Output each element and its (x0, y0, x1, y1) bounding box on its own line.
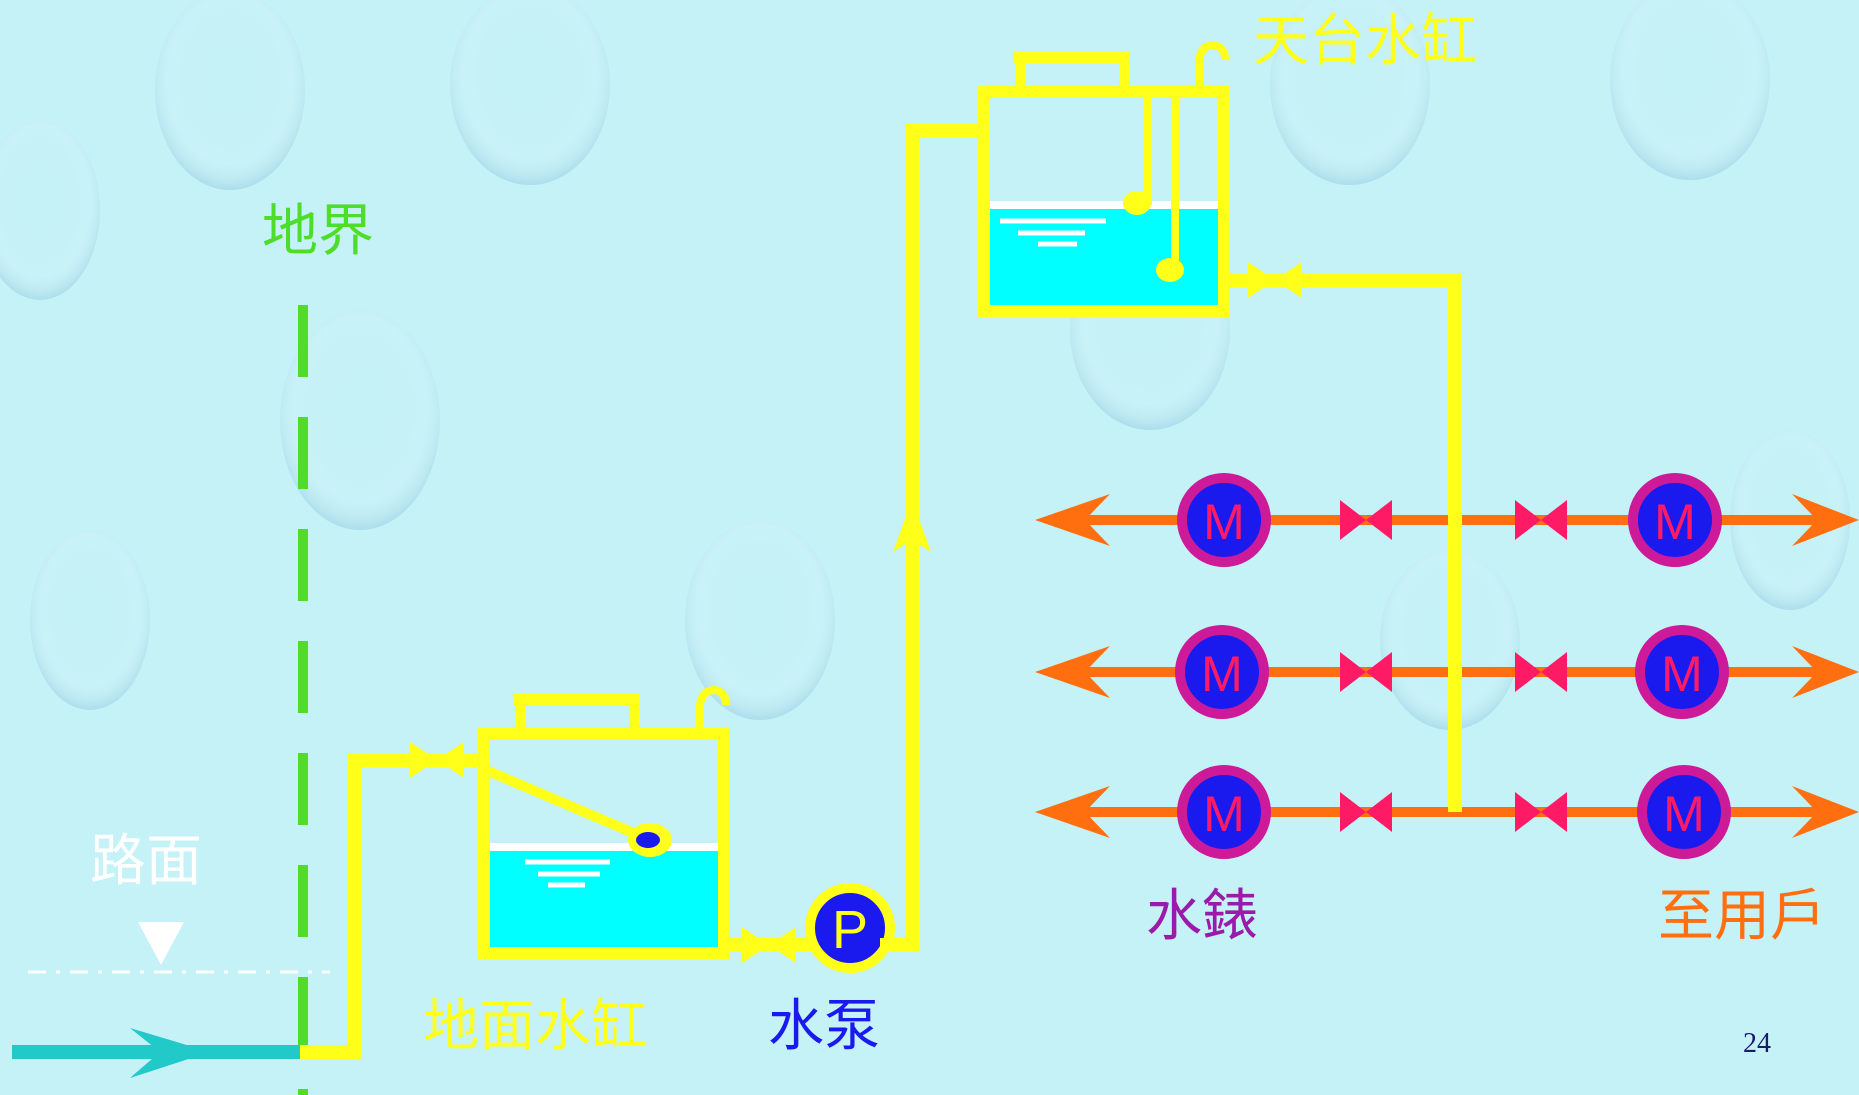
downfeed-valve (1248, 262, 1302, 298)
roof-tank-label: 天台水缸 (1253, 9, 1477, 74)
meter-symbol: M (1654, 494, 1696, 550)
meter-symbol: M (1203, 494, 1245, 550)
pump: P (805, 883, 895, 973)
inlet-valve (410, 742, 464, 778)
meter-label: 水錶 (1146, 884, 1258, 949)
meter-symbol: M (1203, 786, 1245, 842)
pump-label: 水泵 (768, 994, 880, 1059)
meter-symbol: M (1661, 646, 1703, 702)
background-texture (0, 0, 1850, 730)
meter-symbol: M (1201, 646, 1243, 702)
water-meter: M (1637, 765, 1731, 859)
water-meter: M (1628, 473, 1722, 567)
meter-symbol: M (1663, 786, 1705, 842)
branch-valve (1515, 652, 1567, 692)
supply-flow-arrow (130, 1028, 210, 1078)
road-level-marker (138, 922, 184, 965)
outlet-valve (742, 927, 796, 963)
road-surface-label: 路面 (90, 829, 202, 894)
roof-tank (978, 40, 1230, 317)
branch-valves (1340, 500, 1567, 832)
water-meter: M (1635, 625, 1729, 719)
branch-valve (1515, 500, 1567, 540)
page-number: 24 (1743, 1028, 1771, 1059)
ground-tank-label: 地面水缸 (423, 994, 647, 1059)
boundary-label: 地界 (262, 199, 374, 264)
water-meter: M (1177, 765, 1271, 859)
rising-main-pipe (880, 123, 984, 952)
branch-valve (1340, 500, 1392, 540)
pump-symbol: P (832, 900, 868, 960)
rising-flow-arrow (893, 500, 931, 552)
ground-tank (478, 685, 730, 959)
branch-valve (1340, 792, 1392, 832)
to-users-label: 至用戶 (1658, 884, 1826, 949)
branch-valve (1340, 652, 1392, 692)
branch-valve (1515, 792, 1567, 832)
water-meter: M (1175, 625, 1269, 719)
water-meter: M (1177, 473, 1271, 567)
